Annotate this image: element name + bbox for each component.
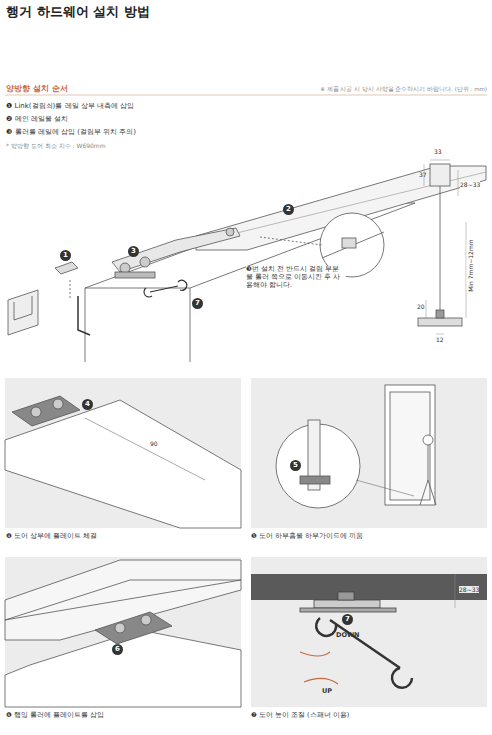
callout-number: 2 <box>283 204 294 215</box>
dimension: 37 <box>419 171 427 178</box>
dimension: 33 <box>434 148 442 155</box>
callout-number: 4 <box>82 399 93 410</box>
step-text: ❸ 롤러를 레일에 삽입 (걸림부 위치 주의) <box>6 128 136 136</box>
callout-number: 7 <box>342 614 353 625</box>
dimension: 28~33 <box>460 181 480 188</box>
section-heading: 양방향 설치 순서 <box>6 84 68 94</box>
note: ❸번 설치 전 반드시 걸림 부분을 롤러 쪽으로 이동시킨 후 사용해야 합니… <box>246 266 346 289</box>
dimension: 90 <box>150 440 158 447</box>
note: * 양방향 도어 최소 치수 : W690mm <box>6 142 106 149</box>
step-text: ❶ Link(걸림쇠)를 레일 상부 내측에 삽입 <box>6 102 134 110</box>
callout-number: 3 <box>128 246 139 257</box>
direction-label: UP <box>322 688 332 696</box>
dimension: 28~33 <box>459 586 479 593</box>
callout-number: 5 <box>290 460 301 471</box>
panel-caption: ❻ 행잉 롤러에 플레이트를 삽입 <box>6 712 104 720</box>
callout-number: 7 <box>192 298 203 309</box>
panel-caption: ❹ 도어 상부에 플레이트 체결 <box>6 533 97 541</box>
dimension: 20 <box>417 303 425 310</box>
panel-caption: ❼ 도어 높이 조절 (스패너 이용) <box>251 712 349 720</box>
note: ※ 제품 시공 시 당시 사양을 준수하시기 바랍니다. (단위 : mm) <box>320 86 487 93</box>
dimension: Min 7mm~12mm <box>467 239 474 291</box>
direction-label: DOWN <box>336 632 360 640</box>
page-title: 행거 하드웨어 설치 방법 <box>6 4 150 20</box>
dimension: 12 <box>436 336 444 343</box>
panel-caption: ❺ 도어 하부홈을 하부가이드에 끼움 <box>251 533 363 541</box>
step-text: ❷ 메인 레일을 설치 <box>6 115 68 123</box>
callout-number: 6 <box>112 644 123 655</box>
callout-number: 1 <box>60 250 71 261</box>
